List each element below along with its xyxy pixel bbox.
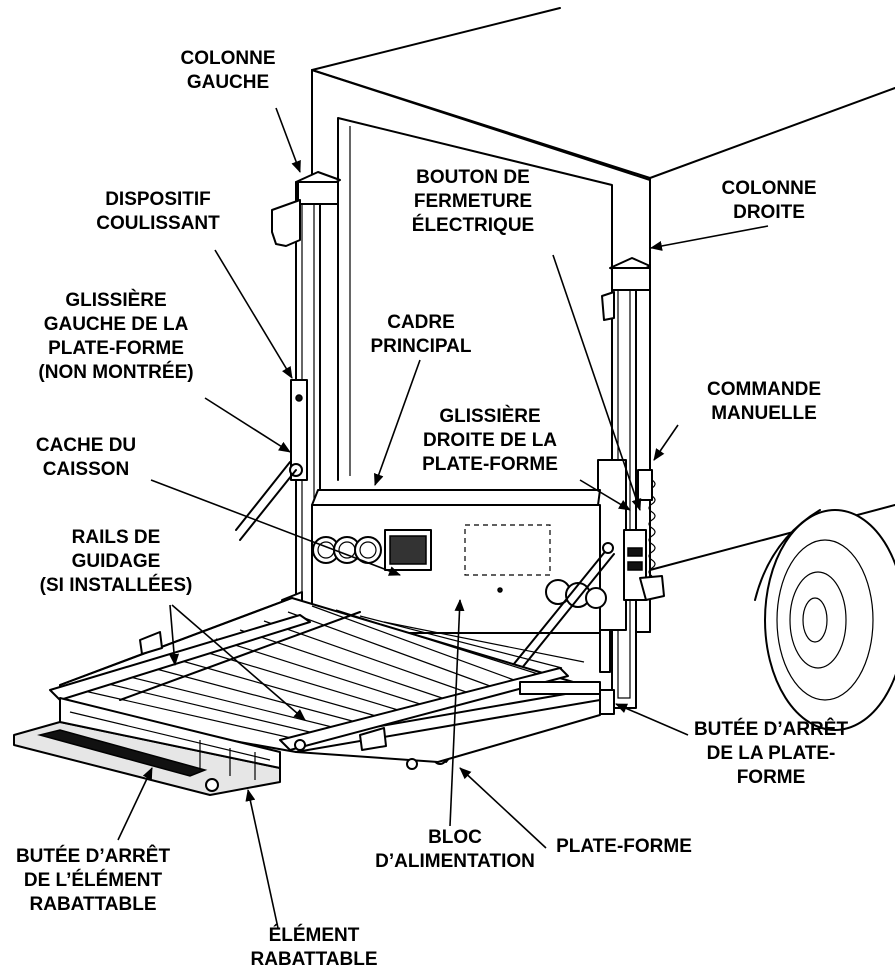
label-line: D’ALIMENTATION <box>375 851 535 872</box>
label-line: DISPOSITIF <box>105 189 211 210</box>
label-line: (SI INSTALLÉES) <box>39 575 193 596</box>
label-glissiere-droite: GLISSIÈRE DROITE DE LA PLATE-FORME <box>400 405 580 477</box>
label-line: (NON MONTRÉE) <box>38 362 194 383</box>
label-line: MANUELLE <box>711 403 817 424</box>
label-line: BUTÉE D’ARRÊT <box>693 719 849 740</box>
label-line: CAISSON <box>42 459 130 480</box>
label-line: FORME <box>736 767 806 788</box>
label-dispositif-coulissant: DISPOSITIF COULISSANT <box>76 188 240 236</box>
label-line: COULISSANT <box>96 213 220 234</box>
label-line: GUIDAGE <box>71 551 161 572</box>
label-bloc-alimentation: BLOC D’ALIMENTATION <box>372 826 538 874</box>
flip-over <box>13 697 281 796</box>
label-line: COMMANDE <box>707 379 821 400</box>
label-line: ÉLÉMENT <box>268 925 360 946</box>
truck-wheel <box>754 509 895 731</box>
label-cadre-principal: CADRE PRINCIPAL <box>358 311 484 359</box>
label-colonne-gauche: COLONNE GAUCHE <box>156 47 300 95</box>
label-rails-guidage: RAILS DE GUIDAGE (SI INSTALLÉES) <box>8 526 224 598</box>
label-line: BLOC <box>428 827 482 848</box>
label-line: DROITE <box>733 202 805 223</box>
label-line: BOUTON DE <box>416 167 530 188</box>
label-line: CADRE <box>387 312 455 333</box>
label-line: DE L’ÉLÉMENT <box>23 870 163 891</box>
label-line: COLONNE <box>180 48 276 69</box>
label-butee-element: BUTÉE D’ARRÊT DE L’ÉLÉMENT RABATTABLE <box>4 845 182 917</box>
platform <box>49 597 601 770</box>
label-line: GAUCHE DE LA <box>43 314 189 335</box>
label-line: GLISSIÈRE <box>65 290 167 311</box>
label-line: DE LA PLATE- <box>706 743 836 764</box>
manual-control <box>637 459 665 611</box>
label-cache-caisson: CACHE DU CAISSON <box>24 434 148 482</box>
label-bouton-fermeture: BOUTON DE FERMETURE ÉLECTRIQUE <box>388 166 558 238</box>
label-line: DROITE DE LA <box>422 430 558 451</box>
label-element-rabattable: ÉLÉMENT RABATTABLE <box>244 924 384 972</box>
leader-lines <box>117 107 769 929</box>
label-line: RABATTABLE <box>29 894 157 915</box>
label-line: FERMETURE <box>413 191 533 212</box>
label-line: COLONNE <box>721 178 817 199</box>
label-commande-manuelle: COMMANDE MANUELLE <box>684 378 844 426</box>
label-line: ÉLECTRIQUE <box>411 215 535 236</box>
label-line: RAILS DE <box>71 527 161 548</box>
label-line: PLATE-FORME <box>422 454 558 475</box>
label-line: PRINCIPAL <box>370 336 472 357</box>
label-glissiere-gauche: GLISSIÈRE GAUCHE DE LA PLATE-FORME (NON … <box>14 289 218 385</box>
label-line: PLATE-FORME <box>48 338 184 359</box>
label-line: CACHE DU <box>35 435 137 456</box>
label-plate-forme: PLATE-FORME <box>548 835 700 859</box>
label-line: GAUCHE <box>186 72 270 93</box>
label-line: RABATTABLE <box>250 949 378 970</box>
label-line: PLATE-FORME <box>556 836 692 857</box>
label-line: BUTÉE D’ARRÊT <box>15 846 171 867</box>
label-line: GLISSIÈRE <box>439 406 541 427</box>
label-butee-plateforme: BUTÉE D’ARRÊT DE LA PLATE- FORME <box>680 718 862 790</box>
label-colonne-droite: COLONNE DROITE <box>694 177 844 225</box>
